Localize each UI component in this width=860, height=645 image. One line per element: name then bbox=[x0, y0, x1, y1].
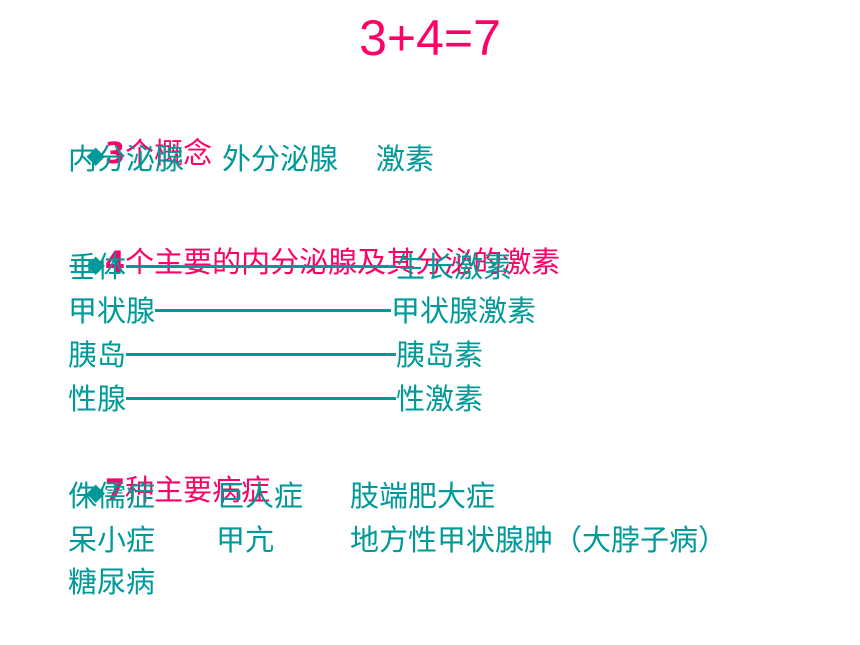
gland-name: 垂体 bbox=[68, 250, 127, 284]
disease-item: 肢端肥大症 bbox=[350, 479, 496, 513]
gland-name: 性腺 bbox=[68, 382, 127, 416]
gland-hormone-pair: 性腺 性激素 bbox=[68, 380, 483, 418]
disease-item: 地方性甲状腺肿（大脖子病） bbox=[350, 523, 728, 557]
section-heading-text: 个概念 bbox=[125, 136, 213, 170]
diamond-bullet-icon: ◆ bbox=[86, 478, 105, 506]
disease-item: 呆小症 bbox=[68, 523, 156, 557]
hormone-name: 生长激素 bbox=[396, 250, 513, 284]
section-number: 7 bbox=[104, 473, 126, 507]
connector-line bbox=[126, 396, 397, 400]
gland-name: 甲状腺 bbox=[68, 294, 156, 328]
section-heading-diseases: ◆7种主要病症 bbox=[68, 433, 270, 511]
connector-line bbox=[126, 352, 397, 356]
concept-list: 内分泌腺 外分泌腺 激素 bbox=[68, 140, 434, 178]
concept-item: 激素 bbox=[376, 142, 435, 176]
gland-hormone-pair: 垂体 生长激素 bbox=[68, 248, 512, 286]
section-heading-concepts: ◆3个概念 bbox=[68, 96, 212, 174]
hormone-name: 性激素 bbox=[396, 382, 484, 416]
gland-hormone-pair: 甲状腺 甲状腺激素 bbox=[68, 292, 536, 330]
diamond-bullet-icon: ◆ bbox=[86, 141, 105, 169]
gland-name: 胰岛 bbox=[68, 338, 127, 372]
concept-item: 外分泌腺 bbox=[222, 142, 339, 176]
diamond-bullet-icon: ◆ bbox=[86, 250, 105, 278]
slide-title: 3+4=7 bbox=[359, 10, 501, 66]
disease-row: 糖尿病 bbox=[68, 563, 155, 601]
disease-row: 呆小症 甲亢 地方性甲状腺肿（大脖子病） bbox=[68, 521, 727, 559]
gland-hormone-pair: 胰岛 胰岛素 bbox=[68, 336, 483, 374]
disease-item: 甲亢 bbox=[216, 523, 275, 557]
section-number: 4 bbox=[104, 245, 126, 279]
section-heading-text: 个主要的内分泌腺及其分泌的激素 bbox=[125, 245, 561, 279]
section-heading-glands: ◆4个主要的内分泌腺及其分泌的激素 bbox=[68, 205, 560, 283]
connector-line bbox=[155, 308, 392, 312]
disease-item: 侏儒症 bbox=[68, 479, 156, 513]
section-number: 3 bbox=[104, 136, 126, 170]
disease-item: 巨人症 bbox=[216, 479, 304, 513]
hormone-name: 甲状腺激素 bbox=[391, 294, 537, 328]
disease-row: 侏儒症 巨人症 肢端肥大症 bbox=[68, 477, 495, 515]
section-heading-text: 种主要病症 bbox=[125, 473, 271, 507]
hormone-name: 胰岛素 bbox=[396, 338, 484, 372]
concept-item: 内分泌腺 bbox=[68, 142, 185, 176]
connector-line bbox=[126, 264, 397, 268]
disease-item: 糖尿病 bbox=[68, 565, 156, 599]
